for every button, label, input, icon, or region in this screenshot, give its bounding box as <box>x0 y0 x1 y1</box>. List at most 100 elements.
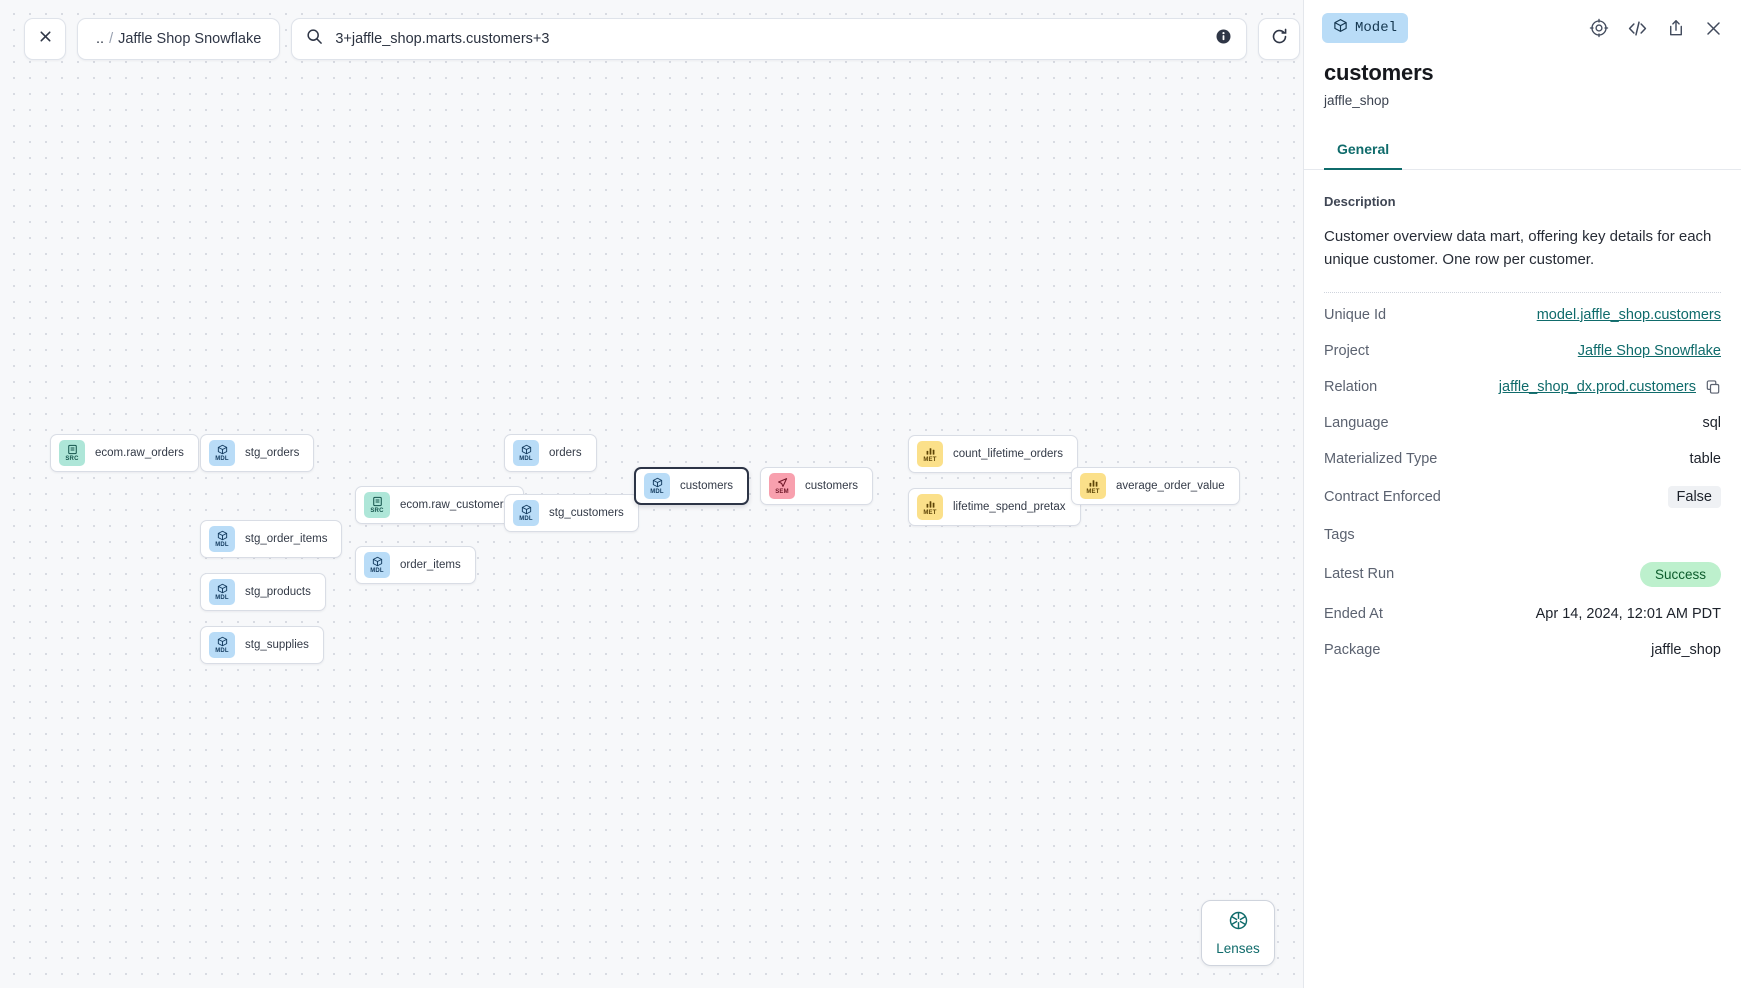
src-badge-icon: SRC <box>364 492 390 518</box>
copy-icon[interactable] <box>1705 379 1721 395</box>
graph-node-label: count_lifetime_orders <box>953 448 1063 460</box>
detail-row-value-wrapper: Success <box>1639 561 1721 587</box>
detail-row-value-wrapper: False <box>1667 485 1721 508</box>
graph-node-label: customers <box>680 480 734 492</box>
detail-row: Project Jaffle Shop Snowflake <box>1324 333 1721 369</box>
panel-title-block: customers jaffle_shop <box>1304 54 1741 108</box>
detail-row: Ended At Apr 14, 2024, 12:01 AM PDT <box>1324 596 1721 632</box>
detail-row: Latest Run Success <box>1324 553 1721 596</box>
page-title: customers <box>1324 60 1434 85</box>
share-icon[interactable] <box>1666 18 1686 38</box>
close-icon[interactable] <box>1704 19 1723 38</box>
lenses-button[interactable]: Lenses <box>1201 900 1275 966</box>
panel-body: Description Customer overview data mart,… <box>1304 170 1741 988</box>
graph-node-label: lifetime_spend_pretax <box>953 501 1066 513</box>
mdl-badge-icon: MDL <box>209 526 235 552</box>
graph-node-customers_model[interactable]: MDL customers <box>634 467 750 505</box>
search-icon <box>306 28 323 50</box>
mdl-badge-icon: MDL <box>364 552 390 578</box>
aperture-icon <box>1228 910 1249 936</box>
code-icon[interactable] <box>1627 18 1648 39</box>
graph-node-lifetime_spend_pretax[interactable]: MET lifetime_spend_pretax <box>908 488 1081 526</box>
close-icon <box>38 29 53 49</box>
tab-general[interactable]: General <box>1324 132 1403 170</box>
detail-row-key: Package <box>1324 641 1381 658</box>
canvas-toolbar: .. / Jaffle Shop Snowflake <box>24 18 1301 60</box>
met-badge-icon: MET <box>917 494 943 520</box>
mdl-badge-icon: MDL <box>209 632 235 658</box>
mdl-badge-icon: MDL <box>209 440 235 466</box>
lenses-label: Lenses <box>1216 941 1260 956</box>
sem-badge-icon: SEM <box>769 473 795 499</box>
detail-row-key: Latest Run <box>1324 566 1395 582</box>
refresh-icon <box>1270 27 1289 51</box>
detail-row-value: table <box>1689 450 1721 467</box>
graph-node-label: stg_customers <box>549 507 624 519</box>
breadcrumb-prefix: .. <box>96 31 105 47</box>
detail-row-value: jaffle_shop <box>1651 641 1721 658</box>
info-icon[interactable] <box>1215 28 1232 50</box>
breadcrumb-project: Jaffle Shop Snowflake <box>118 31 262 47</box>
detail-row-value-wrapper: jaffle_shop_dx.prod.customers <box>1499 379 1721 395</box>
mdl-badge-icon: MDL <box>513 440 539 466</box>
description-text: Customer overview data mart, offering ke… <box>1324 228 1712 269</box>
detail-row: Package jaffle_shop <box>1324 632 1721 668</box>
breadcrumb[interactable]: .. / Jaffle Shop Snowflake <box>77 18 281 60</box>
src-badge-icon: SRC <box>59 440 85 466</box>
detail-row: Materialized Type table <box>1324 441 1721 477</box>
refresh-button[interactable] <box>1258 18 1301 60</box>
focus-icon[interactable] <box>1589 18 1609 38</box>
graph-node-label: stg_products <box>245 586 311 598</box>
graph-node-stg_orders[interactable]: MDL stg_orders <box>200 434 315 472</box>
graph-node-orders[interactable]: MDL orders <box>504 434 597 472</box>
graph-node-label: stg_orders <box>245 447 300 459</box>
detail-row: Language sql <box>1324 405 1721 441</box>
graph-node-stg_order_items[interactable]: MDL stg_order_items <box>200 520 343 558</box>
cube-icon <box>1333 18 1348 38</box>
panel-subtitle: jaffle_shop <box>1324 93 1390 108</box>
mdl-badge-icon: MDL <box>513 500 539 526</box>
search-bar[interactable] <box>291 18 1248 60</box>
detail-row-key: Materialized Type <box>1324 450 1438 467</box>
graph-node-label: ecom.raw_orders <box>95 447 184 459</box>
detail-row-value: Success <box>1639 561 1721 587</box>
detail-row-value[interactable]: model.jaffle_shop.customers <box>1536 306 1721 323</box>
detail-row-value-wrapper: Apr 14, 2024, 12:01 AM PDT <box>1536 606 1721 622</box>
resource-type-badge: Model <box>1322 13 1409 43</box>
detail-row-value: False <box>1667 485 1721 508</box>
detail-row-value: Apr 14, 2024, 12:01 AM PDT <box>1535 605 1721 622</box>
resource-type-label: Model <box>1355 20 1398 36</box>
detail-row-value[interactable]: jaffle_shop_dx.prod.customers <box>1498 378 1696 395</box>
mdl-badge-icon: MDL <box>644 473 670 499</box>
graph-node-label: orders <box>549 447 582 459</box>
panel-header: Model <box>1304 0 1741 54</box>
detail-row-key: Project <box>1324 342 1370 359</box>
panel-actions <box>1589 18 1723 39</box>
graph-node-stg_customers[interactable]: MDL stg_customers <box>504 494 639 532</box>
detail-row-key: Ended At <box>1324 605 1383 622</box>
mdl-badge-icon: MDL <box>209 579 235 605</box>
graph-node-label: stg_order_items <box>245 533 328 545</box>
graph-node-stg_products[interactable]: MDL stg_products <box>200 573 326 611</box>
close-graph-button[interactable] <box>24 18 66 60</box>
detail-row-value-wrapper: model.jaffle_shop.customers <box>1537 307 1721 323</box>
lineage-canvas[interactable]: .. / Jaffle Shop Snowflake <box>0 0 1303 988</box>
detail-row-key: Language <box>1324 414 1389 431</box>
detail-row-value[interactable]: Jaffle Shop Snowflake <box>1577 342 1721 359</box>
graph-node-ecom_raw_orders[interactable]: SRC ecom.raw_orders <box>50 434 199 472</box>
met-badge-icon: MET <box>1080 473 1106 499</box>
detail-row-value: sql <box>1702 414 1721 431</box>
panel-tabs: General <box>1304 132 1741 170</box>
divider <box>1324 291 1721 293</box>
search-input[interactable] <box>335 31 1204 47</box>
